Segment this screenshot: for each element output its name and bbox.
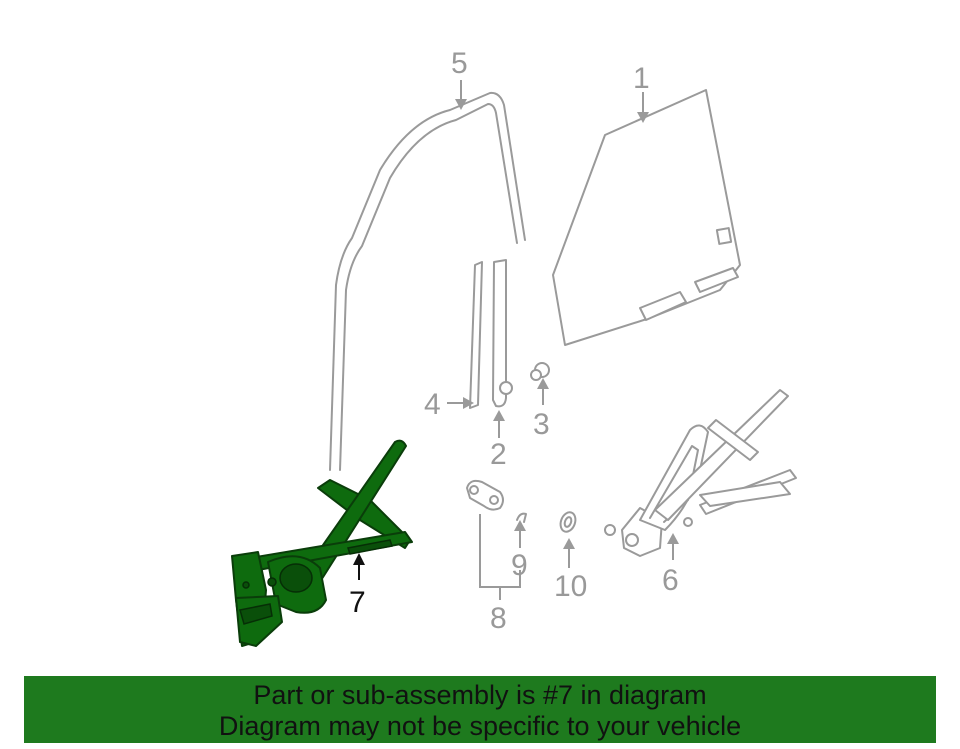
callout-7: 7	[349, 586, 366, 619]
callout-10: 10	[554, 570, 587, 603]
part-7-power-regulator[interactable]	[231, 439, 413, 647]
part-2-run-channel[interactable]	[492, 259, 513, 408]
part-6-regulator[interactable]	[604, 389, 797, 557]
callout-2: 2	[490, 438, 507, 471]
parts-diagram: 1 5 4 2 3 9 10 6 8 7	[231, 47, 797, 647]
callout-labels: 1 5 4 2 3 9 10 6 8 7	[349, 47, 679, 635]
part-3-clip[interactable]	[530, 362, 550, 381]
part-9-clip[interactable]	[516, 512, 527, 523]
banner-line-1: Part or sub-assembly is #7 in diagram	[253, 680, 707, 710]
callout-6: 6	[662, 564, 679, 597]
banner-line-2: Diagram may not be specific to your vehi…	[218, 711, 742, 741]
part-1-door-glass[interactable]	[552, 89, 741, 346]
part-4-run-channel[interactable]	[469, 261, 483, 409]
callout-arrows	[353, 80, 679, 600]
part-5-weatherstrip[interactable]	[329, 91, 526, 471]
callout-3: 3	[533, 408, 550, 441]
callout-4: 4	[424, 388, 441, 421]
part-10-grommet[interactable]	[558, 510, 578, 534]
callout-9: 9	[511, 549, 528, 582]
callout-8: 8	[490, 602, 507, 635]
info-banner: Part or sub-assembly is #7 in diagram Di…	[24, 676, 936, 743]
callout-5: 5	[451, 47, 468, 80]
callout-1: 1	[633, 62, 650, 95]
part-8-guide[interactable]	[466, 479, 504, 511]
